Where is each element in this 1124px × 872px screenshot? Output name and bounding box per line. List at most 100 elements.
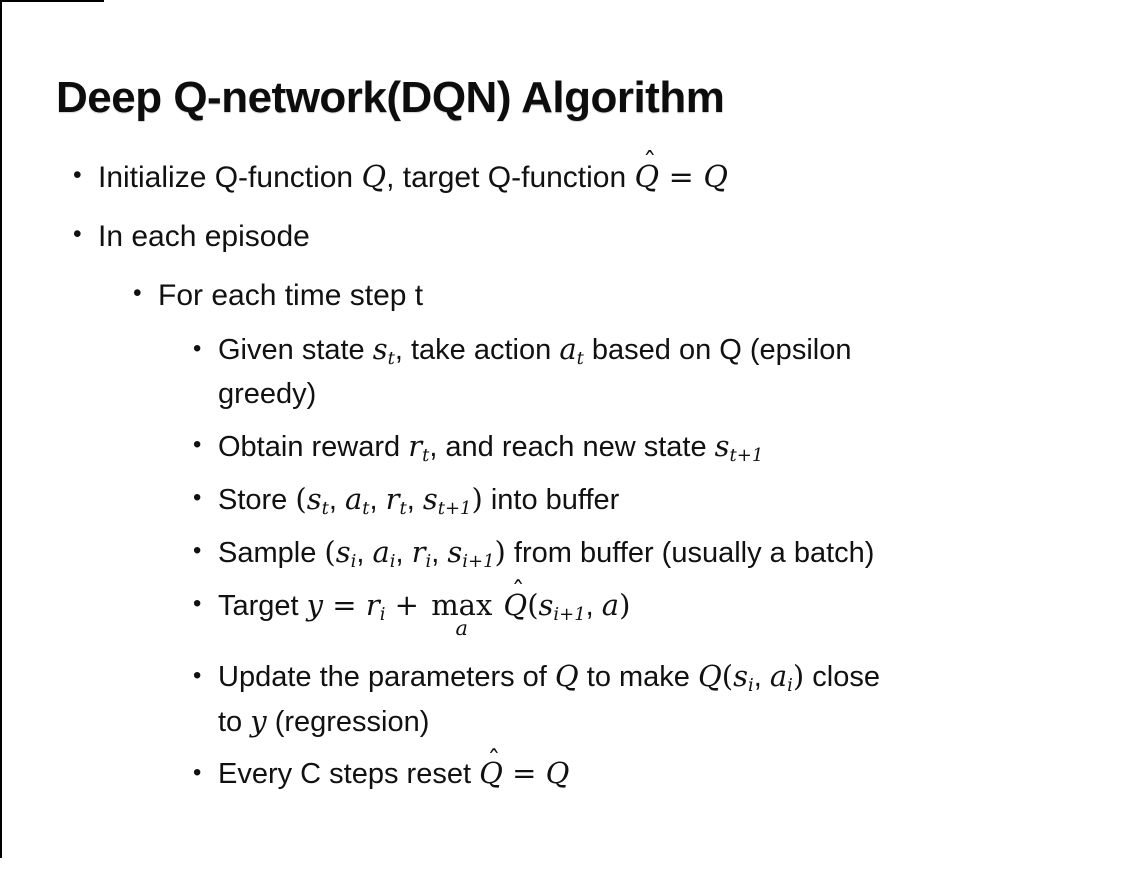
- text-run: Given state: [218, 334, 373, 366]
- list-item-text: Store (st, at, rt, st+1) into buffer: [218, 478, 619, 523]
- list-item-text: Every C steps reset Q = Q: [218, 752, 569, 797]
- text-run: Target: [218, 589, 307, 622]
- bullet-icon: •: [193, 537, 202, 565]
- subscript: t: [576, 348, 584, 370]
- math-run: Q: [361, 160, 387, 195]
- math-run: si+1: [538, 587, 586, 625]
- subscript: t+1: [729, 444, 764, 466]
- bullet-icon: •: [193, 334, 202, 362]
- math-run: (: [324, 534, 336, 569]
- text-run: Obtain reward: [218, 430, 409, 463]
- list-item: •Every C steps reset Q = Q: [193, 752, 1124, 797]
- subscript: i+1: [462, 550, 495, 572]
- slide-title: Deep Q-network(DQN) Algorithm: [56, 73, 725, 123]
- text-run: Sample: [218, 536, 325, 569]
- bullet-icon: •: [133, 279, 142, 307]
- subscript: i: [747, 674, 754, 696]
- math-run: ri: [411, 534, 432, 572]
- text-run: to make: [578, 660, 698, 693]
- list-item-text: In each episode: [98, 214, 310, 259]
- subscript: t: [399, 497, 407, 519]
- math-run: Q: [503, 584, 527, 628]
- math-run: si: [335, 534, 357, 572]
- bullet-icon: •: [73, 161, 82, 189]
- subscript: i: [389, 550, 396, 572]
- math-run: =: [502, 756, 546, 791]
- math-run: ): [494, 534, 506, 569]
- text-run: to: [218, 705, 251, 738]
- text-run: close: [804, 660, 880, 693]
- math-run: Q: [479, 752, 503, 796]
- list-item: • Initialize Q-function Q, target Q-funct…: [73, 155, 1124, 200]
- slide-top-border-segment: [0, 0, 104, 2]
- subscript: i: [350, 550, 357, 572]
- math-run: Q: [697, 658, 722, 693]
- text-run: greedy): [218, 378, 317, 410]
- subscript: i+1: [553, 603, 586, 625]
- slide-left-border: [0, 0, 2, 858]
- bullet-icon: •: [193, 590, 202, 618]
- math-run: Q: [554, 658, 579, 693]
- subscript: t: [422, 444, 430, 466]
- list-item-text: Given state st, take action at based on …: [218, 328, 851, 417]
- subscript: t: [321, 497, 329, 519]
- text-run: , take action: [394, 334, 560, 366]
- math-run: +: [385, 587, 429, 622]
- bullet-icon: •: [193, 661, 202, 689]
- list-item-text: Sample (si, ai, ri, si+1) from buffer (u…: [218, 531, 874, 576]
- subscript: t: [362, 497, 370, 519]
- math-run: st: [372, 332, 395, 370]
- math-run: y: [250, 703, 267, 738]
- text-run: In each episode: [98, 220, 310, 253]
- subscript: t+1: [437, 497, 472, 519]
- list-item: • For each time step t: [133, 273, 1124, 318]
- math-run: st: [306, 481, 329, 519]
- text-run: Every C steps reset: [218, 758, 480, 791]
- math-run: st+1: [422, 481, 472, 519]
- math-run: (: [295, 481, 307, 516]
- text-run: ,: [356, 536, 373, 569]
- bullet-icon: •: [193, 431, 202, 459]
- subscript: t: [387, 348, 395, 370]
- subscript: i: [379, 603, 386, 625]
- list-item-text: Initialize Q-function Q, target Q-functi…: [98, 155, 728, 200]
- math-run: y: [306, 587, 324, 622]
- text-run: based on Q (epsilon: [583, 334, 852, 366]
- list-item: • Given state st, take action at based on…: [193, 328, 1124, 417]
- math-run: at: [559, 332, 584, 370]
- math-run: Q: [703, 160, 728, 195]
- text-run: Update the parameters of: [218, 660, 555, 693]
- text-run: (regression): [266, 705, 430, 738]
- text-run: , target Q-function: [386, 161, 635, 194]
- math-run: ): [792, 658, 805, 693]
- bullet-list: • Initialize Q-function Q, target Q-funct…: [0, 141, 1124, 805]
- math-run: Q: [545, 756, 570, 791]
- text-run: [495, 590, 503, 622]
- text-run: For each time step t: [158, 279, 424, 312]
- text-run: ,: [431, 536, 448, 569]
- list-item-text: For each time step t: [158, 273, 423, 318]
- math-run: ri: [365, 587, 386, 625]
- text-run: from buffer (usually a batch): [505, 536, 875, 569]
- text-run: ,: [395, 536, 412, 569]
- list-item-text: Obtain reward rt, and reach new state st…: [218, 425, 763, 470]
- bullet-icon: •: [73, 220, 82, 248]
- text-run: Store: [218, 483, 296, 516]
- math-run: rt: [385, 481, 407, 519]
- text-run: into buffer: [482, 483, 620, 516]
- math-run: ): [619, 587, 631, 622]
- math-run: (: [527, 587, 539, 622]
- text-run: ,: [585, 589, 602, 622]
- math-run: si+1: [447, 534, 495, 572]
- subscript: i: [787, 674, 793, 696]
- math-run: =: [323, 587, 366, 622]
- list-item: • Sample (si, ai, ri, si+1) from buffer (…: [193, 531, 1124, 576]
- math-run: ai: [372, 534, 396, 572]
- list-item-text: Update the parameters of Q to make Q(si,…: [218, 655, 880, 745]
- text-run: ,: [753, 660, 770, 693]
- bullet-icon: •: [193, 484, 202, 512]
